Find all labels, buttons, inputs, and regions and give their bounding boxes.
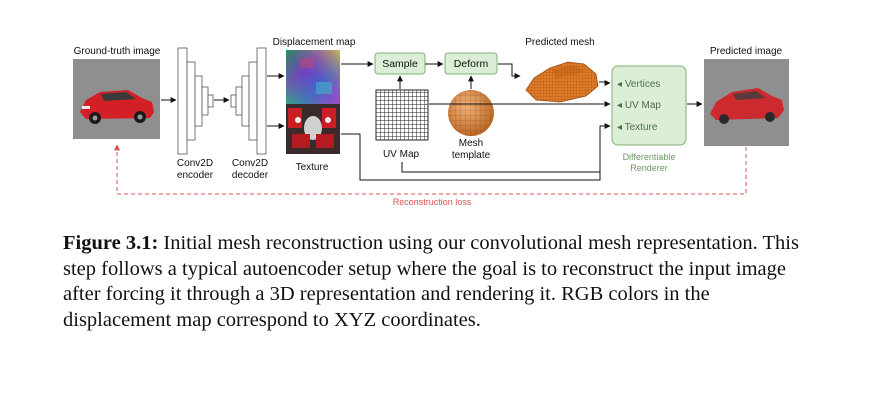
- connector-uv: [401, 162, 600, 173]
- deform-label: Deform: [454, 58, 489, 70]
- decoder-label-2: decoder: [232, 170, 269, 181]
- mesh-template-label-2: template: [452, 150, 491, 161]
- predicted-mesh-image: [525, 61, 599, 103]
- encoder-block: [177, 47, 214, 155]
- displacement-map-image: [286, 50, 340, 104]
- arrow-texture-renderer: [341, 123, 611, 181]
- ground-truth-label: Ground-truth image: [74, 46, 161, 57]
- car-icon: [80, 90, 154, 124]
- sample-node: Sample: [374, 52, 426, 75]
- texture-map-image: [286, 104, 340, 154]
- arrow-mesh-renderer: [599, 80, 611, 86]
- sample-label: Sample: [382, 58, 418, 70]
- mesh-template-sphere: [448, 90, 494, 136]
- predicted-image-label: Predicted image: [710, 46, 783, 57]
- texture-label: Texture: [296, 162, 329, 173]
- renderer-item-uvmap: ◂ UV Map: [617, 100, 661, 111]
- uv-map-image: [375, 89, 429, 141]
- ground-truth-image: [73, 59, 160, 139]
- uv-map-label: UV Map: [383, 149, 420, 160]
- mesh-template-label-1: Mesh: [459, 138, 483, 149]
- predicted-car-icon: [710, 88, 784, 124]
- figure-number: Figure 3.1:: [63, 232, 159, 254]
- encoder-label-1: Conv2D: [177, 158, 213, 169]
- displacement-map-label: Displacement map: [273, 37, 356, 48]
- decoder-label-1: Conv2D: [232, 158, 268, 169]
- decoder-block: [230, 47, 267, 155]
- reconstruction-loss-label: Reconstruction loss: [393, 197, 472, 207]
- renderer-item-texture: ◂ Texture: [617, 122, 658, 133]
- caption-text: Initial mesh reconstruction using our co…: [63, 232, 799, 331]
- renderer-label-2: Renderer: [630, 163, 668, 173]
- encoder-label-2: encoder: [177, 170, 214, 181]
- deform-node: Deform: [444, 52, 498, 75]
- renderer-label-1: Differentiable: [623, 152, 676, 162]
- reconstruction-loss-line: [114, 144, 747, 195]
- renderer-item-vertices: ◂ Vertices: [617, 79, 660, 90]
- predicted-mesh-label: Predicted mesh: [525, 37, 594, 48]
- renderer-node: ◂ Vertices ◂ UV Map ◂ Texture: [611, 65, 687, 146]
- arrow-deform-mesh: [498, 63, 521, 79]
- figure-caption: Figure 3.1: Initial mesh reconstruction …: [63, 231, 803, 333]
- predicted-image: [704, 59, 789, 146]
